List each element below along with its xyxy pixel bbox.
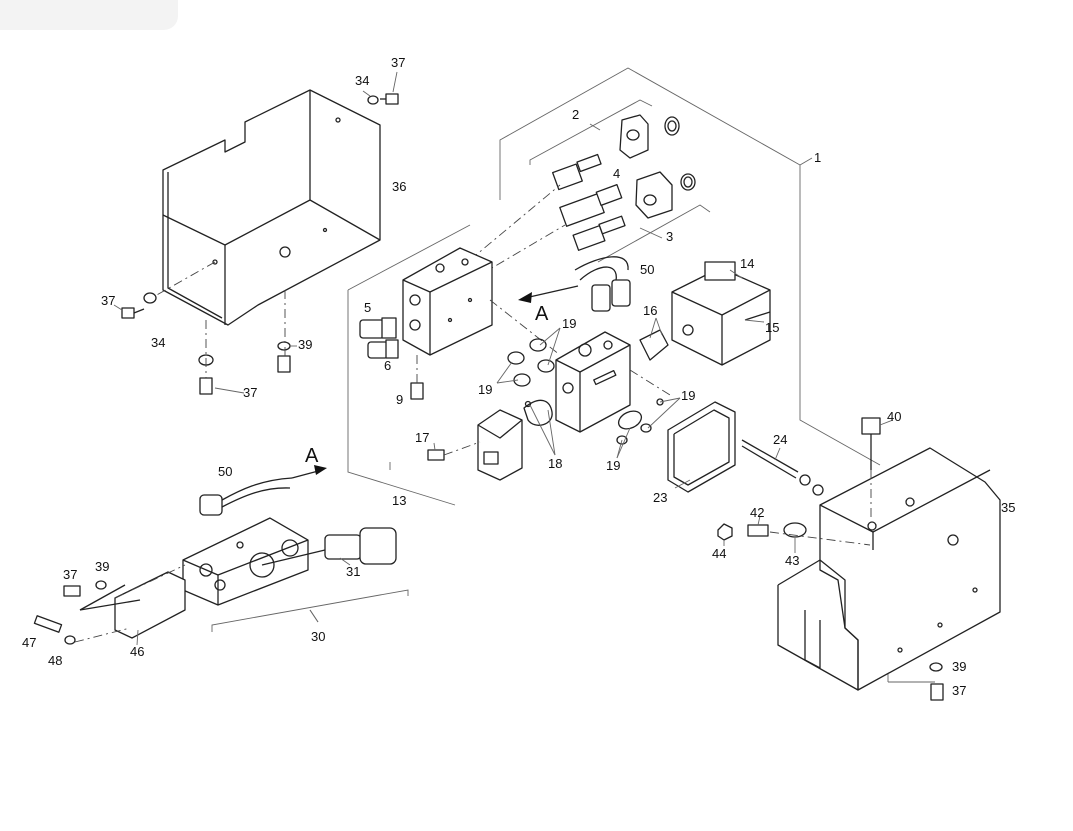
label-39-b: 39: [95, 559, 109, 574]
label-23: 23: [653, 490, 667, 505]
label-50-b: 50: [218, 464, 232, 479]
plate-23: [667, 401, 824, 496]
label-36: 36: [392, 179, 406, 194]
label-35: 35: [1001, 500, 1015, 515]
label-37-c: 37: [243, 385, 257, 400]
label-48: 48: [48, 653, 62, 668]
label-16: 16: [643, 303, 657, 318]
label-17: 17: [415, 430, 429, 445]
label-14: 14: [740, 256, 754, 271]
label-39-c: 39: [952, 659, 966, 674]
label-37-a: 37: [391, 55, 405, 70]
callout-labels: 1 2 3 4 5 6 9 13 14 15 16 17 18 19 19 19…: [22, 55, 1015, 698]
label-30: 30: [311, 629, 325, 644]
label-47: 47: [22, 635, 36, 650]
bracket-46: [33, 564, 186, 645]
label-37-d: 37: [63, 567, 77, 582]
gasket-18: [523, 399, 553, 426]
valve-block-assembly: [489, 256, 671, 433]
label-37-b: 37: [101, 293, 115, 308]
label-6: 6: [384, 358, 391, 373]
label-31: 31: [346, 564, 360, 579]
pilot-block-17: [427, 409, 523, 481]
arrow-A-upper: [518, 285, 579, 303]
cover-part-36: [162, 89, 381, 326]
label-50-a: 50: [640, 262, 654, 277]
label-40: 40: [887, 409, 901, 424]
label-34-b: 34: [151, 335, 165, 350]
label-46: 46: [130, 644, 144, 659]
label-34-a: 34: [355, 73, 369, 88]
o-rings-19: [507, 338, 664, 445]
label-5: 5: [364, 300, 371, 315]
label-2: 2: [572, 107, 579, 122]
top-left-tab: [0, 0, 178, 30]
label-19-d: 19: [681, 388, 695, 403]
label-3: 3: [666, 229, 673, 244]
valve-block-30: [182, 465, 397, 606]
label-37-e: 37: [952, 683, 966, 698]
label-19-c: 19: [606, 458, 620, 473]
label-13: 13: [392, 493, 406, 508]
label-19-b: 19: [478, 382, 492, 397]
cover-fasteners: [121, 93, 399, 395]
label-19-a: 19: [562, 316, 576, 331]
label-9: 9: [396, 392, 403, 407]
label-24: 24: [773, 432, 787, 447]
cartridge-parts-2-3-4: [469, 114, 696, 276]
label-1: 1: [814, 150, 821, 165]
housing-35: [777, 447, 1001, 691]
label-39-a: 39: [298, 337, 312, 352]
plugs-5-6-9: [359, 317, 424, 400]
label-15: 15: [765, 320, 779, 335]
label-42: 42: [750, 505, 764, 520]
label-44: 44: [712, 546, 726, 561]
manifold-block-13: [402, 247, 493, 356]
label-4: 4: [613, 166, 620, 181]
housing-fasteners: [717, 417, 944, 701]
view-marker-A-lower: A: [305, 445, 319, 467]
solenoid-14: [639, 261, 771, 366]
label-18: 18: [548, 456, 562, 471]
label-43: 43: [785, 553, 799, 568]
view-marker-A-upper: A: [535, 303, 549, 325]
leader-lines: [113, 71, 894, 646]
